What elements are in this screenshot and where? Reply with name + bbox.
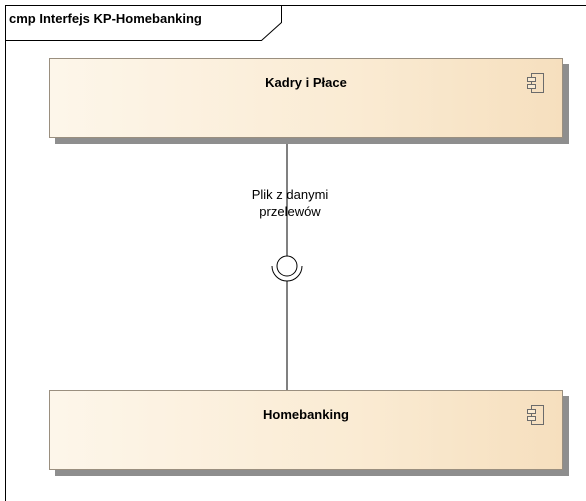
component-name: Kadry i Płace: [265, 75, 347, 90]
component-icon: [527, 405, 544, 425]
component-icon: [527, 73, 544, 93]
frame-tab: [5, 5, 282, 44]
frame-border: [5, 5, 586, 501]
interface-label-line1: Plik z danymi: [251, 187, 329, 202]
frame-title: cmp Interfejs KP-Homebanking: [9, 11, 202, 26]
component-name: Homebanking: [263, 407, 349, 422]
interface-label: Plik z danymi przelewów: [210, 186, 370, 220]
component-kadry-i-place[interactable]: Kadry i Płace: [49, 58, 563, 138]
interface-label-line2: przelewów: [259, 204, 321, 219]
component-homebanking[interactable]: Homebanking: [49, 390, 563, 470]
